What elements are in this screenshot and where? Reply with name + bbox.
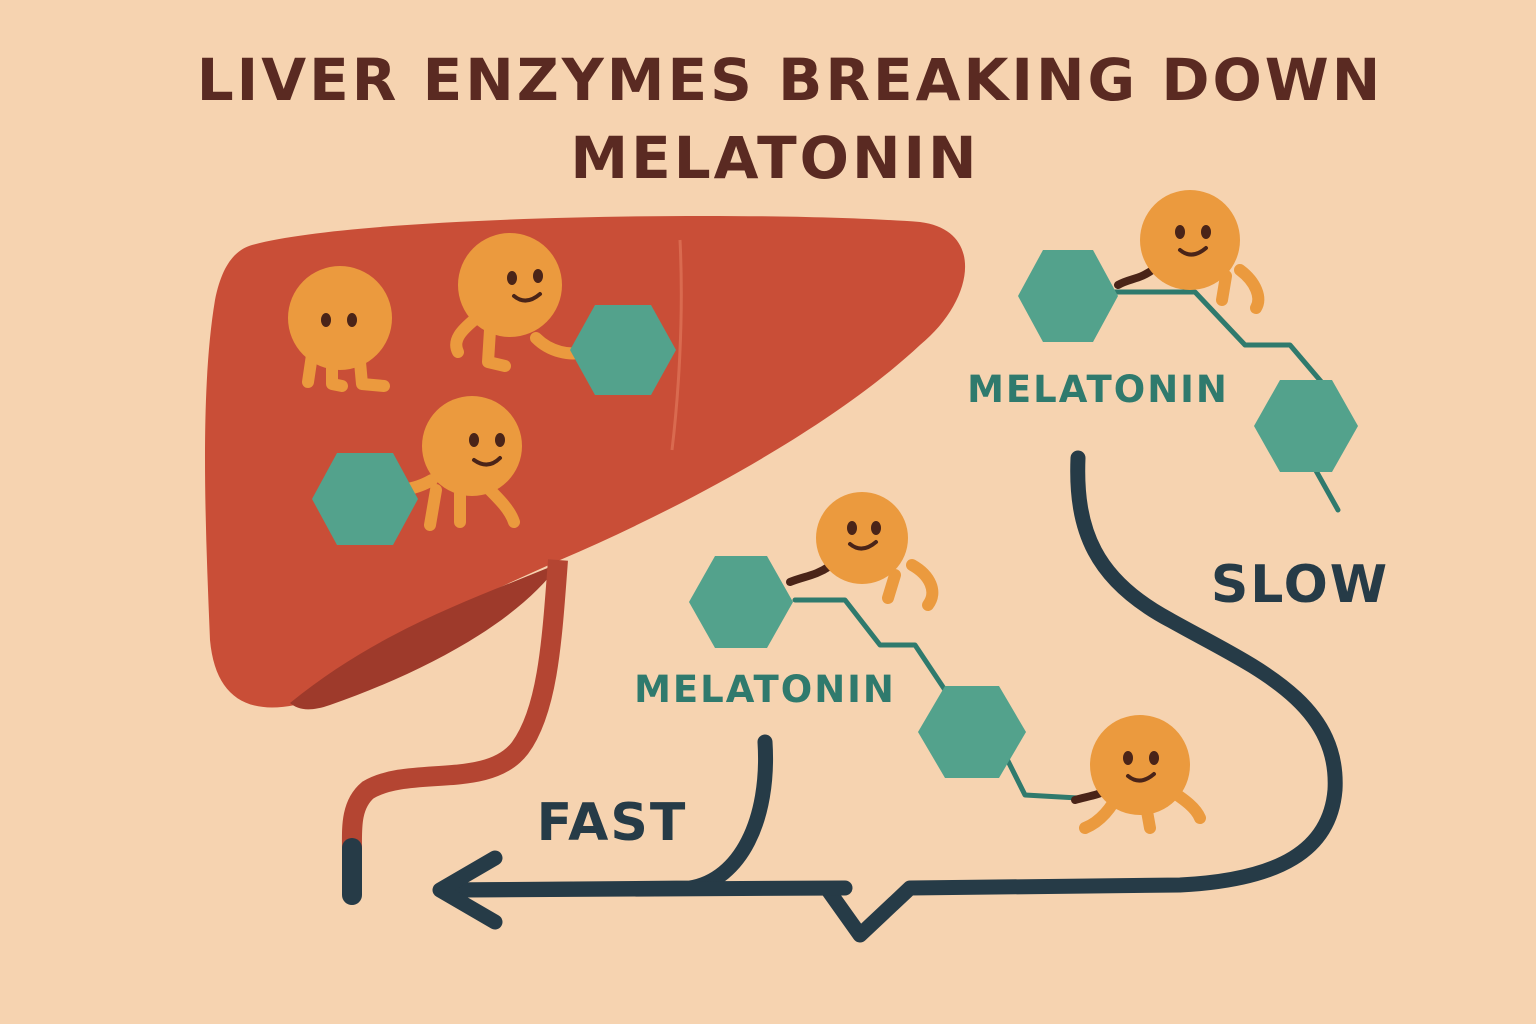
enzyme-eye (533, 269, 543, 283)
melatonin-molecule-lower (689, 492, 1081, 801)
melatonin-molecule-upper (1018, 190, 1358, 513)
enzyme-grip (786, 562, 834, 586)
slow-label: SLOW (1211, 555, 1389, 615)
enzyme-eye (321, 313, 331, 327)
enzyme-eye (1175, 225, 1185, 239)
slow-path-arrow (820, 450, 1343, 943)
enzyme-eye (507, 271, 517, 285)
enzyme-eye (847, 521, 857, 535)
liver (205, 215, 966, 710)
enzyme-eye (469, 433, 479, 447)
fast-label: FAST (537, 793, 688, 853)
pathway-arrows (432, 450, 1343, 943)
hexagon-molecule-icon (1018, 250, 1118, 342)
melatonin-label-upper: MELATONIN (967, 368, 1229, 411)
enzyme-limbs (1216, 264, 1265, 314)
liver-shadow (290, 563, 560, 710)
enzyme-eye (1123, 751, 1133, 765)
enzyme-liver-2 (450, 233, 591, 372)
enzyme-eye (871, 521, 881, 535)
enzyme-eye (347, 313, 357, 327)
hexagon-molecule-icon (689, 556, 793, 648)
enzyme-liver-1 (288, 266, 392, 392)
enzyme-smile (1126, 772, 1156, 783)
enzyme-eye (1201, 225, 1211, 239)
enzyme-body (458, 233, 562, 337)
liver-body (205, 215, 966, 708)
title-line-1: LIVER ENZYMES BREAKING DOWN (197, 46, 1384, 114)
enzyme-bottom (1071, 715, 1206, 834)
smiling-enzyme-ball-icon (1090, 715, 1190, 815)
enzyme-smile (848, 540, 878, 551)
enzyme-body (288, 266, 392, 370)
enzyme-liver-3 (390, 396, 522, 531)
enzyme-eye (1149, 751, 1159, 765)
smiling-enzyme-ball-icon (1140, 190, 1240, 290)
enzyme-smile (1178, 246, 1208, 257)
hexagon-molecule-icon (918, 686, 1026, 778)
hexagon-molecule-icon (312, 453, 418, 545)
hexagon-molecule-icon (570, 305, 676, 395)
enzyme-smile (512, 292, 542, 303)
enzyme-limbs (390, 474, 520, 531)
liver-lobe-line (670, 239, 683, 451)
bile-duct (341, 559, 568, 905)
enzyme-limbs (882, 559, 939, 611)
title-line-2: MELATONIN (570, 124, 979, 192)
merged-path (442, 880, 853, 898)
enzyme-smile (472, 456, 502, 467)
smiling-enzyme-ball-icon (816, 492, 908, 584)
hexagon-molecule-icon (1254, 380, 1358, 472)
arrow-left-icon (432, 850, 503, 930)
enzyme-eye (495, 433, 505, 447)
duct-tube (341, 559, 568, 851)
melatonin-label-lower: MELATONIN (634, 668, 896, 711)
